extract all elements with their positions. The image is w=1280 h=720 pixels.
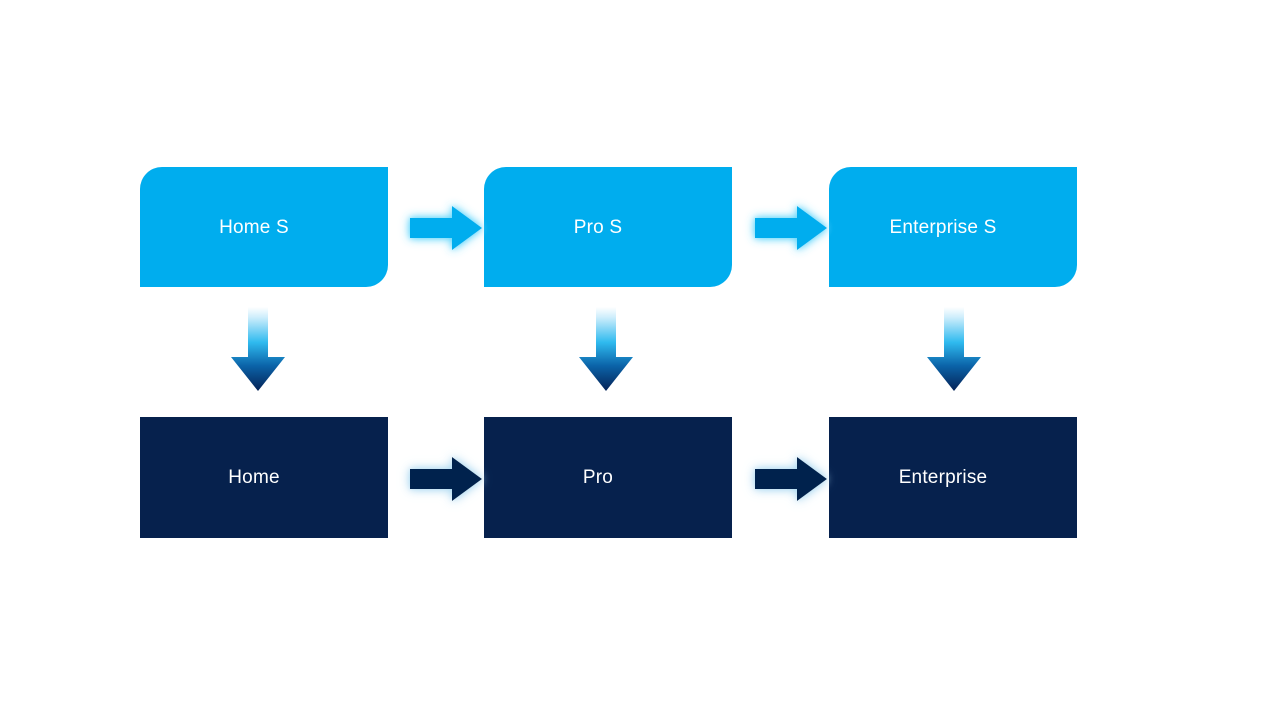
arrow-home-s-to-pro-s	[404, 198, 488, 258]
arrow-home-s-to-home	[229, 307, 287, 393]
node-pro[interactable]: Pro	[484, 417, 732, 538]
node-enterprise[interactable]: Enterprise	[829, 417, 1077, 538]
node-label: Home S	[219, 216, 289, 238]
node-label: Pro S	[573, 216, 623, 238]
node-pro-s[interactable]: Pro S	[484, 167, 732, 287]
arrow-enterprise-s-to-enterprise	[925, 307, 983, 393]
arrow-right-icon	[755, 206, 827, 250]
node-label: Enterprise	[898, 467, 988, 488]
node-home[interactable]: Home	[140, 417, 388, 538]
node-enterprise-s[interactable]: Enterprise S	[829, 167, 1077, 287]
arrow-right-icon	[410, 457, 482, 501]
node-label: Home	[228, 467, 280, 488]
node-label: Enterprise S	[889, 216, 997, 238]
arrow-pro-to-enterprise	[749, 449, 833, 509]
arrow-down-icon	[927, 307, 981, 391]
arrow-right-icon	[410, 206, 482, 250]
node-home-s[interactable]: Home S	[140, 167, 388, 287]
arrow-pro-s-to-enterprise-s	[749, 198, 833, 258]
arrow-right-icon	[755, 457, 827, 501]
arrow-pro-s-to-pro	[577, 307, 635, 393]
node-label: Pro	[582, 467, 614, 488]
arrow-home-to-pro	[404, 449, 488, 509]
arrow-down-icon	[231, 307, 285, 391]
arrow-down-icon	[579, 307, 633, 391]
